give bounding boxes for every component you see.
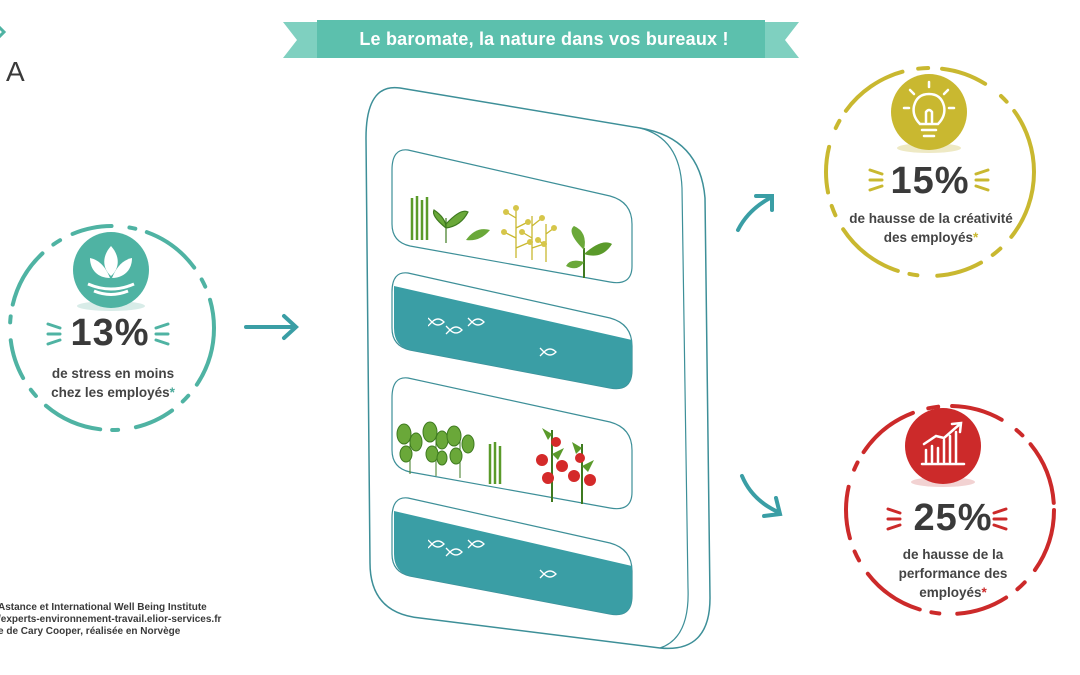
stress-asterisk: * [169, 385, 175, 400]
stress-description: de stress en moins chez les employés* [18, 364, 208, 402]
creativity-description: de hausse de la créativité des employés* [826, 209, 1036, 247]
stress-sparkle-left-icon [46, 320, 64, 348]
stress-dashed-ring [0, 220, 230, 440]
chevron-fragment-icon [0, 18, 12, 48]
performance-asterisk: * [981, 585, 987, 600]
performance-line-2: performance des [898, 566, 1008, 581]
fish-icon [428, 312, 568, 362]
creativity-line-2: des employés [883, 230, 974, 245]
title-ribbon [283, 18, 799, 62]
stress-line-1: de stress en moins [51, 366, 175, 381]
lightbulb-icon [884, 70, 974, 154]
stress-percentage: 13% [70, 312, 150, 354]
performance-line-3: employés [919, 585, 982, 600]
performance-sparkle-right-icon [990, 505, 1008, 533]
creativity-sparkle-left-icon [868, 166, 886, 194]
lotus-icon [66, 228, 156, 312]
creativity-percentage: 15% [890, 160, 970, 202]
fish-icon-lower [428, 538, 568, 588]
performance-sparkle-left-icon [886, 505, 904, 533]
stress-line-2: chez les employés [51, 385, 170, 400]
performance-percentage: 25% [913, 497, 993, 539]
arrow-up-right-icon [734, 190, 780, 236]
footnote-2: /experts-environnement-travail.elior-ser… [0, 614, 222, 625]
performance-line-1: de hausse de la [902, 547, 1004, 562]
growth-chart-icon [898, 404, 988, 488]
arrow-down-right-icon [738, 472, 788, 522]
creativity-sparkle-right-icon [972, 166, 990, 194]
arrow-icon [244, 312, 304, 342]
footnote-3: e de Cary Cooper, réalisée en Norvège [0, 626, 181, 637]
creativity-asterisk: * [973, 230, 979, 245]
banner-title: Le baromate, la nature dans vos bureaux … [359, 29, 729, 49]
plant-icon [406, 188, 631, 283]
stress-sparkle-right-icon [152, 320, 170, 348]
tomato-plant-icon [396, 414, 611, 514]
footnote-1: Astance et International Well Being Inst… [0, 602, 207, 613]
performance-description: de hausse de la performance des employés… [862, 545, 1044, 602]
creativity-dashed-ring [812, 56, 1044, 288]
corner-letter: A [6, 56, 25, 87]
performance-dashed-ring [832, 396, 1064, 628]
creativity-line-1: de hausse de la créativité [849, 211, 1013, 226]
